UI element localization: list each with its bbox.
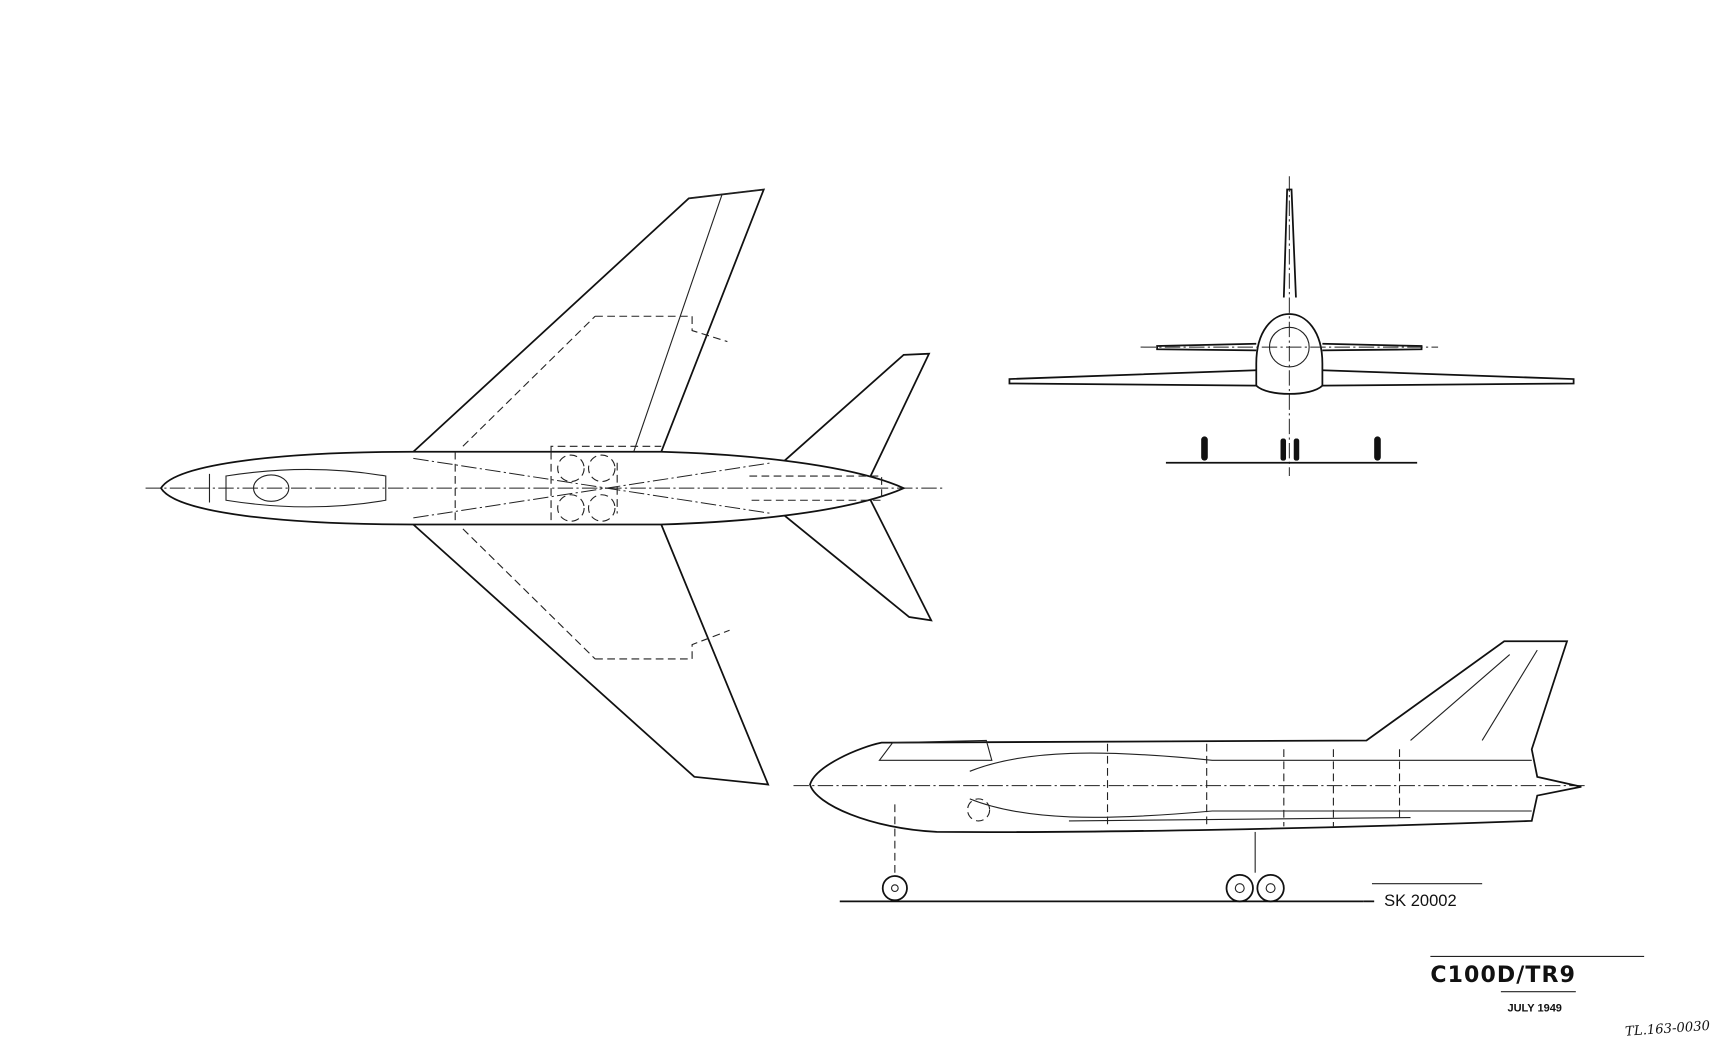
plan-view: [145, 188, 943, 786]
drawing-designation: C100D/TR9: [1430, 963, 1576, 988]
reference-number: TL.163-0030: [1625, 1019, 1711, 1040]
title-block: SK 20002 C100D/TR9 JULY 1949 TL.163-0030: [1363, 883, 1711, 1040]
fuselage-plan: [159, 450, 906, 526]
upper-wing: [412, 188, 766, 453]
side-view: [793, 640, 1587, 903]
sheet-number: SK 20002: [1384, 891, 1457, 910]
lower-wing: [412, 523, 770, 786]
drawing-date: JULY 1949: [1508, 1003, 1562, 1015]
front-view: [1008, 176, 1575, 477]
